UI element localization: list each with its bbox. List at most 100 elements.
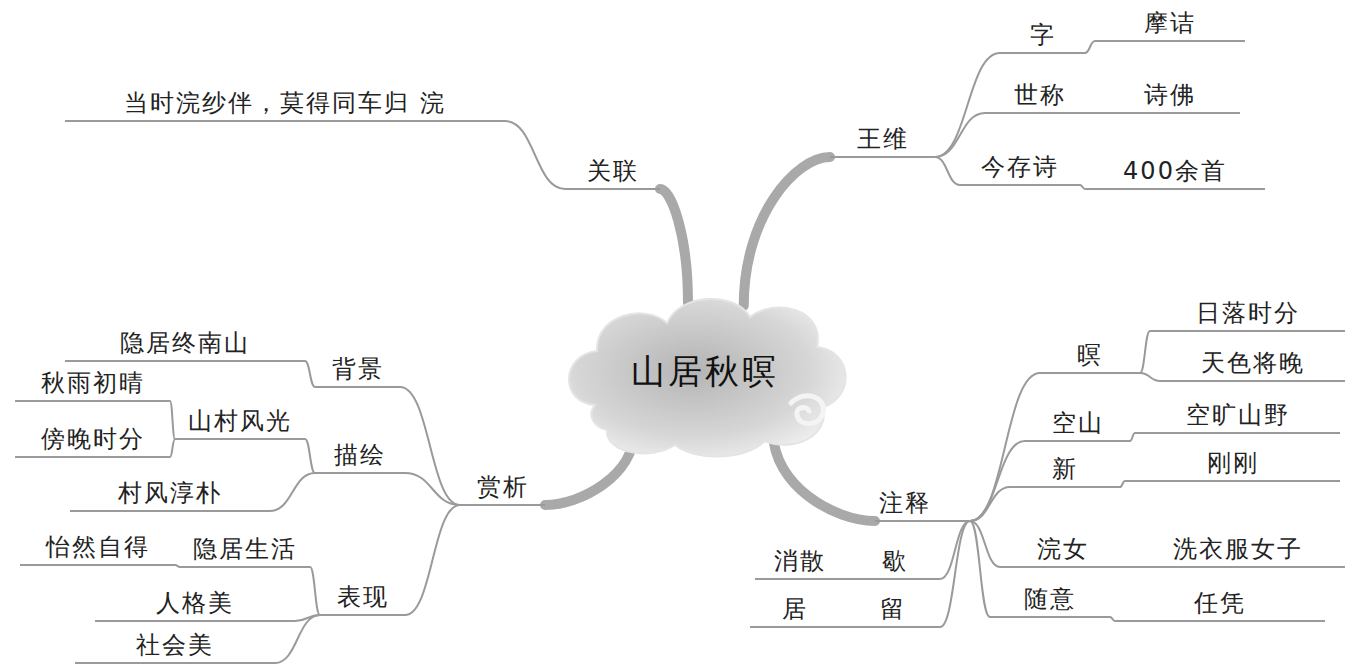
branch-topic: 暝	[1040, 336, 1140, 374]
topic-text: 王维	[853, 125, 913, 156]
branch-topic: 山村风光	[175, 404, 305, 440]
sub-branch	[970, 373, 1040, 521]
topic-text: 赏析	[473, 473, 533, 504]
topic-text: 空山	[1048, 409, 1108, 440]
topic-text: 诗佛	[1140, 81, 1200, 112]
branch-topic: 日落时分	[1150, 296, 1345, 332]
branch-topic: 歇	[850, 542, 940, 580]
topic-text: 背景	[328, 355, 388, 386]
topic-text: 任凭	[1190, 589, 1250, 620]
sub-branch	[1140, 331, 1150, 373]
branch-topic: 浣女	[1000, 530, 1125, 568]
topic-text: 歇	[878, 547, 912, 578]
sub-branch	[940, 521, 970, 627]
topic-text: 社会美	[132, 631, 218, 662]
topic-text: 消散	[770, 547, 830, 578]
branch-topic: 任凭	[1115, 582, 1325, 622]
topic-text: 村风淳朴	[114, 479, 226, 510]
branch-topic: 赏析	[460, 466, 545, 506]
branch-topic: 今存诗	[960, 146, 1080, 186]
central-topic: 山居秋暝	[555, 285, 855, 460]
sub-branch	[305, 361, 315, 387]
topic-text: 秋雨初晴	[37, 369, 149, 400]
topic-text: 世称	[1010, 81, 1070, 112]
branch-topic: 400余首	[1085, 150, 1265, 190]
branch-topic: 人格美	[95, 584, 295, 622]
topic-text: 新	[1048, 455, 1082, 486]
sub-branch	[275, 615, 320, 663]
topic-text: 隐居终南山	[116, 329, 254, 360]
sub-branch	[935, 157, 960, 185]
branch-topic: 随意	[990, 580, 1110, 618]
branch-topic: 天色将晚	[1160, 346, 1345, 382]
sub-branch	[505, 121, 565, 189]
topic-text: 注释	[875, 489, 935, 520]
topic-text: 留	[876, 595, 910, 626]
branch-topic: 世称	[985, 78, 1095, 114]
main-branch	[744, 157, 830, 306]
topic-text: 日落时分	[1192, 299, 1304, 330]
central-title: 山居秋暝	[627, 351, 783, 394]
topic-text: 表现	[333, 583, 393, 614]
topic-text: 关联	[583, 157, 643, 188]
main-branch	[660, 189, 688, 303]
branch-topic: 隐居终南山	[65, 326, 305, 362]
sub-branch	[305, 439, 315, 473]
sub-branch	[1140, 373, 1160, 381]
sub-branch	[935, 53, 1000, 157]
topic-text: 描绘	[330, 441, 390, 472]
topic-text: 400余首	[1119, 157, 1231, 188]
topic-text: 隐居生活	[189, 535, 301, 566]
sub-branch	[400, 387, 460, 505]
topic-text: 空旷山野	[1182, 401, 1294, 432]
branch-topic: 新	[1010, 452, 1120, 488]
branch-topic: 摩诘	[1095, 4, 1245, 42]
topic-text: 浣女	[1033, 535, 1093, 566]
branch-topic: 空旷山野	[1135, 398, 1340, 434]
sub-branch	[970, 441, 1025, 521]
topic-text: 天色将晚	[1197, 349, 1309, 380]
sub-branch	[170, 439, 175, 457]
topic-text: 今存诗	[977, 153, 1063, 184]
topic-text: 随意	[1020, 585, 1080, 616]
branch-topic: 洗衣服女子	[1130, 528, 1345, 568]
branch-topic: 描绘	[315, 436, 405, 474]
branch-topic: 傍晚时分	[15, 422, 170, 458]
topic-text: 刚刚	[1203, 449, 1263, 480]
topic-text: 傍晚时分	[37, 425, 149, 456]
branch-topic: 王维	[830, 118, 935, 158]
topic-text: 暝	[1073, 341, 1107, 372]
branch-topic: 秋雨初晴	[15, 366, 170, 402]
topic-text: 怡然自得	[42, 533, 154, 564]
branch-topic: 消散	[755, 542, 845, 580]
branch-topic: 刚刚	[1125, 446, 1340, 482]
sub-branch	[970, 487, 1010, 521]
branch-topic: 村风淳朴	[70, 474, 270, 512]
sub-branch	[970, 521, 990, 617]
sub-branch	[405, 473, 460, 505]
sub-branch	[1130, 433, 1135, 441]
topic-text: 摩诘	[1140, 9, 1200, 40]
branch-topic: 居	[750, 590, 840, 628]
branch-topic: 怡然自得	[20, 530, 175, 566]
branch-topic: 隐居生活	[180, 532, 310, 568]
sub-branch	[935, 113, 985, 157]
branch-topic: 诗佛	[1100, 78, 1240, 114]
topic-text: 居	[778, 595, 812, 626]
topic-text: 字	[1026, 21, 1060, 52]
topic-text: 山村风光	[184, 407, 296, 438]
branch-topic: 留	[845, 590, 940, 628]
branch-topic: 字	[1000, 14, 1085, 54]
branch-topic: 当时浣纱伴，莫得同车归 浣	[65, 86, 505, 122]
sub-branch	[1085, 41, 1095, 53]
topic-text: 洗衣服女子	[1169, 535, 1307, 566]
topic-text: 当时浣纱伴，莫得同车归 浣	[120, 89, 450, 120]
branch-topic: 注释	[875, 482, 970, 522]
branch-topic: 背景	[315, 350, 400, 388]
branch-topic: 表现	[320, 578, 405, 616]
sub-branch	[405, 505, 460, 615]
branch-topic: 社会美	[75, 628, 275, 664]
sub-branch	[310, 567, 320, 615]
branch-topic: 空山	[1025, 406, 1130, 442]
sub-branch	[940, 521, 970, 579]
